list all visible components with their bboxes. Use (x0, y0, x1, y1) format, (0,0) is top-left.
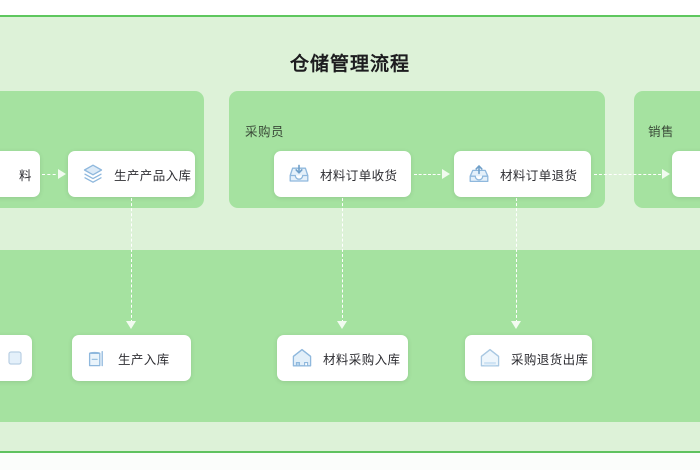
node-production-inbound[interactable]: 生产入库 (72, 335, 191, 381)
node-label-material-clipped: 料 (19, 168, 32, 183)
node-material-purchase-inbound[interactable]: 材料采购入库 (277, 335, 408, 381)
node-label-material-purchase-inbound: 材料采购入库 (323, 352, 401, 367)
bottom-green-rule (0, 451, 700, 453)
flowchart-area: 仓储管理流程 采购员 销售 料 (0, 17, 700, 451)
node-label-production-inbound: 生产入库 (118, 352, 170, 367)
node-label-material-order-return: 材料订单退货 (500, 168, 578, 183)
node-purchase-return-outbound[interactable]: 采购退货出库 (465, 335, 592, 381)
page-title: 仓储管理流程 (289, 54, 410, 75)
node-lower-clipped[interactable] (0, 335, 32, 381)
connector-h-return-to-sales (594, 174, 666, 175)
node-material-order-return[interactable]: 材料订单退货 (454, 151, 591, 197)
node-label-production-product-storage: 生产产品入库 (114, 168, 192, 183)
node-label-material-order-receive: 材料订单收货 (320, 168, 398, 183)
connector-h-material-to-production-storage (42, 174, 61, 175)
bottom-white-strip (0, 453, 700, 470)
node-sales-clipped[interactable] (672, 151, 700, 197)
warehouse-in-icon (292, 348, 312, 367)
layers-icon (83, 164, 103, 183)
arrowhead-down-production-inbound (126, 321, 136, 329)
connector-h-receive-to-return (414, 174, 445, 175)
node-production-product-storage[interactable]: 生产产品入库 (68, 151, 195, 197)
inbox-download-icon (289, 164, 309, 182)
swimlane-label-purchaser: 采购员 (245, 125, 285, 139)
arrowhead-down-purchase-return-outbound (511, 321, 521, 329)
top-white-strip (0, 0, 700, 15)
outbox-upload-icon (469, 165, 489, 183)
clipped-icon (8, 351, 22, 365)
node-material-clipped[interactable]: 料 (0, 151, 40, 197)
arrowhead-right-sales (662, 169, 670, 179)
node-label-purchase-return-outbound: 采购退货出库 (511, 352, 589, 367)
connector-v-return-to-purchase-return-outbound (516, 198, 517, 323)
box-icon (88, 350, 103, 367)
node-material-order-receive[interactable]: 材料订单收货 (274, 151, 411, 197)
arrowhead-right-production-storage (58, 169, 66, 179)
top-green-rule (0, 15, 700, 17)
swimlane-label-sales: 销售 (648, 125, 675, 139)
connector-v-production-storage-to-inbound (131, 198, 132, 323)
connector-v-receive-to-purchase-inbound (342, 198, 343, 323)
arrowhead-down-material-purchase-inbound (337, 321, 347, 329)
arrowhead-right-material-order-return (442, 169, 450, 179)
warehouse-out-icon (480, 348, 500, 367)
